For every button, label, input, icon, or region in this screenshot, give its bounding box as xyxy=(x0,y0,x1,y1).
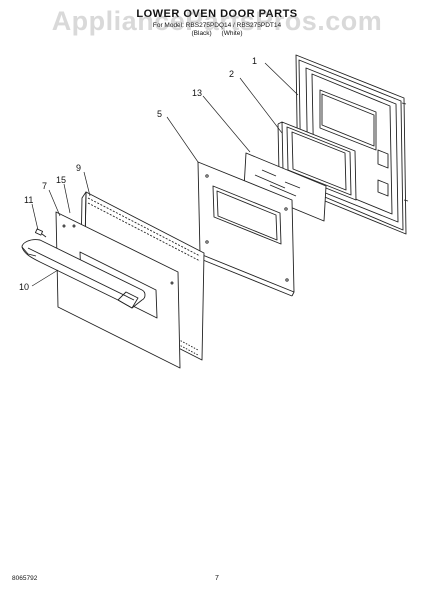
part-door-frame xyxy=(277,121,357,201)
callout-1: 1 xyxy=(252,56,257,66)
document-id: 8065792 xyxy=(12,575,38,582)
callout-10: 10 xyxy=(19,282,29,292)
diagram-header: LOWER OVEN DOOR PARTS For Model: RBS275P… xyxy=(0,8,434,38)
model-subtitle: For Model: RBS275PDQ14 / RBS275PDT14 xyxy=(152,22,282,29)
callout-15: 15 xyxy=(56,175,66,185)
part-door-handle xyxy=(21,239,146,309)
page-number: 7 xyxy=(215,575,219,582)
callout-7: 7 xyxy=(42,181,47,191)
callout-2: 2 xyxy=(229,69,234,79)
color-white: (White) xyxy=(221,30,243,37)
callout-9: 9 xyxy=(76,163,81,173)
callout-11: 11 xyxy=(24,195,33,205)
color-black: (Black) xyxy=(191,30,212,37)
diagram-title: LOWER OVEN DOOR PARTS xyxy=(136,8,298,20)
callout-5: 5 xyxy=(157,109,162,119)
part-glass-panel xyxy=(243,152,327,222)
leader-lines xyxy=(31,62,299,287)
callout-13: 13 xyxy=(192,88,202,98)
part-screw xyxy=(34,228,47,238)
color-variants: (Black) (White) xyxy=(0,30,434,38)
part-inner-door-panel xyxy=(197,161,295,297)
